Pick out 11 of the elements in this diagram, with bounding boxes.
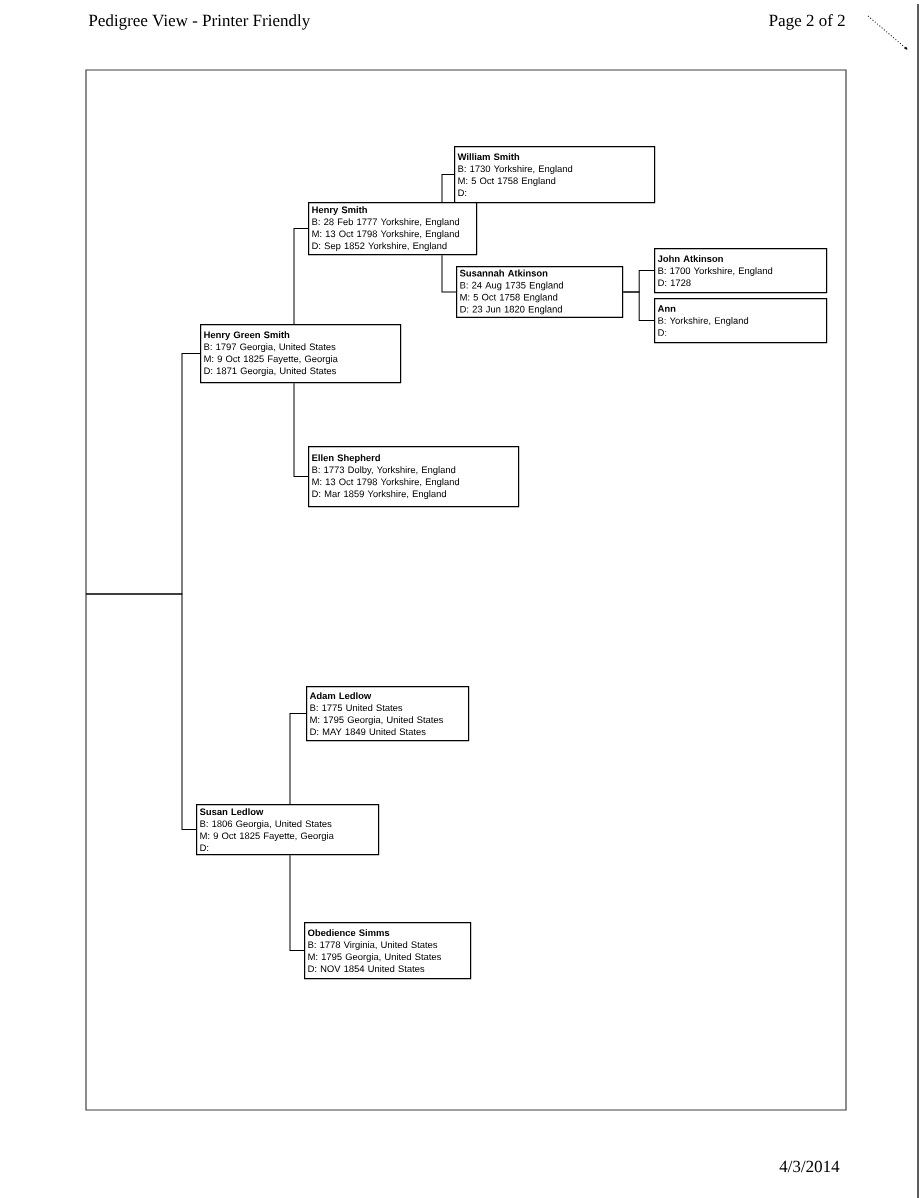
page-header: Pedigree View - Printer Friendly bbox=[88, 14, 311, 30]
connector-line bbox=[622, 291, 655, 322]
connector-line bbox=[293, 228, 309, 325]
connector-line bbox=[289, 713, 307, 805]
connector-line bbox=[441, 254, 457, 293]
connector-line bbox=[289, 854, 305, 952]
page-number: Page 2 of 2 bbox=[769, 14, 845, 30]
print-date: 4/3/2014 bbox=[779, 1160, 840, 1173]
connector-line bbox=[85, 593, 197, 831]
connector-line bbox=[441, 174, 455, 203]
connector-line bbox=[293, 382, 309, 478]
